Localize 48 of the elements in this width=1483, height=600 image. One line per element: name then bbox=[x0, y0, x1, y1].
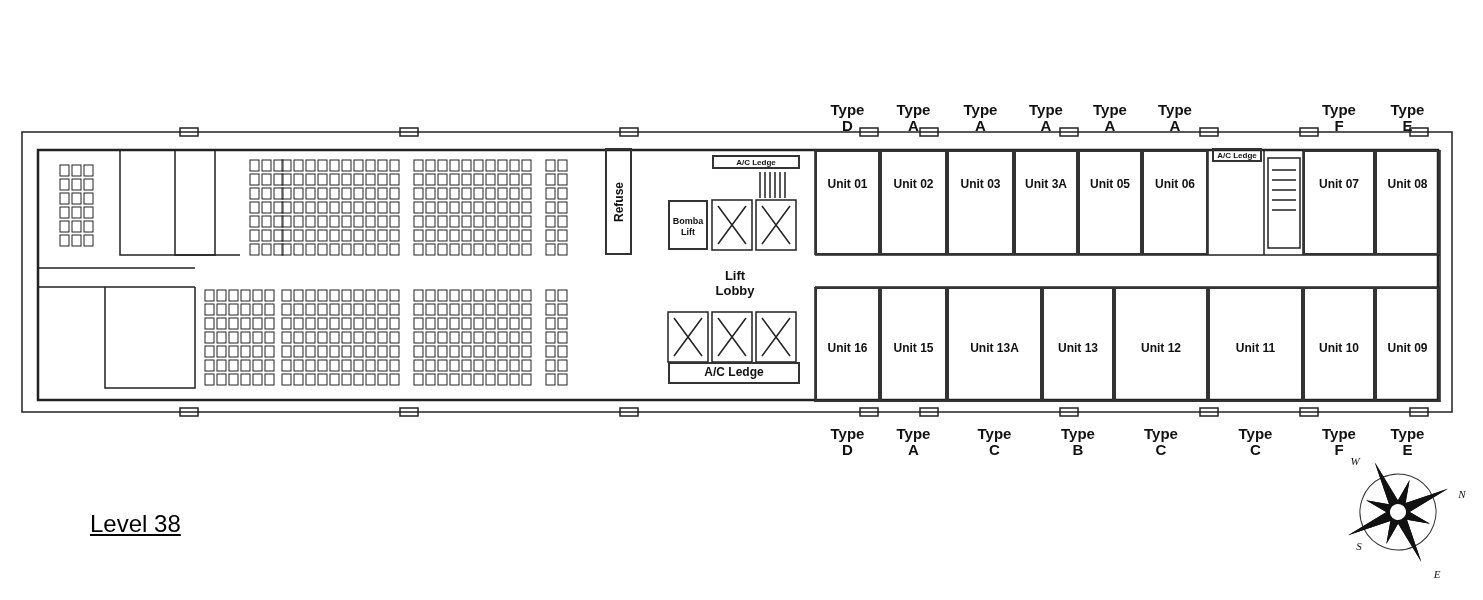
refuse-room bbox=[605, 148, 632, 255]
room-label: Unit 01 bbox=[826, 177, 869, 191]
room-label: Unit 12 bbox=[1140, 341, 1182, 355]
area-label: Lift Lobby bbox=[714, 268, 756, 298]
room-label: Unit 08 bbox=[1386, 177, 1429, 191]
unit-type-label: Type A bbox=[895, 426, 932, 458]
room-label: Unit 03 bbox=[959, 177, 1002, 191]
room-label: Unit 02 bbox=[892, 177, 935, 191]
unit-type-label: Type E bbox=[1389, 102, 1426, 134]
room-label: A/C Ledge bbox=[703, 367, 765, 377]
room-label: A/C Ledge bbox=[1216, 151, 1258, 161]
unit-type-label: Type A bbox=[1092, 102, 1128, 134]
lift-shaft bbox=[668, 200, 708, 250]
ledge-area bbox=[668, 362, 800, 384]
room-label: Unit 10 bbox=[1318, 341, 1360, 355]
unit-type-label: Type E bbox=[1389, 426, 1426, 458]
room-label: Unit 16 bbox=[826, 341, 869, 355]
unit-type-label: Type A bbox=[895, 102, 932, 134]
room-label: Unit 15 bbox=[892, 341, 935, 355]
compass-letter: N bbox=[1457, 488, 1467, 500]
room-label: Bomba Lift bbox=[671, 216, 705, 238]
level-title: Level 38 bbox=[90, 510, 181, 538]
room-label: Unit 11 bbox=[1234, 341, 1277, 355]
ledge-area bbox=[1212, 148, 1262, 162]
unit-type-label: Type A bbox=[962, 102, 999, 134]
unit-type-label: Type C bbox=[1143, 426, 1179, 458]
room-label: Unit 13A bbox=[969, 341, 1020, 355]
unit-type-label: Type F bbox=[1321, 426, 1357, 458]
room-label: Unit 05 bbox=[1089, 177, 1131, 191]
room-label: Unit 06 bbox=[1154, 177, 1196, 191]
room-label: A/C Ledge bbox=[735, 158, 777, 168]
unit-type-label: Type D bbox=[829, 426, 866, 458]
unit-type-label: Type C bbox=[1237, 426, 1274, 458]
room-label: Unit 3A bbox=[1024, 177, 1068, 191]
compass-letter: E bbox=[1432, 568, 1442, 580]
unit-type-label: Type D bbox=[829, 102, 866, 134]
room-label: Refuse bbox=[611, 181, 626, 224]
room-label: Unit 09 bbox=[1386, 341, 1429, 355]
unit-type-label: Type A bbox=[1028, 102, 1064, 134]
room-label: Unit 07 bbox=[1318, 177, 1360, 191]
room-label: Unit 13 bbox=[1057, 341, 1099, 355]
unit-type-label: Type A bbox=[1157, 102, 1193, 134]
unit-type-label: Type C bbox=[976, 426, 1013, 458]
unit-type-label: Type F bbox=[1321, 102, 1357, 134]
unit-type-label: Type B bbox=[1060, 426, 1096, 458]
compass-letter: W bbox=[1349, 455, 1361, 467]
compass-letter: S bbox=[1355, 540, 1363, 552]
ledge-area bbox=[712, 155, 800, 169]
